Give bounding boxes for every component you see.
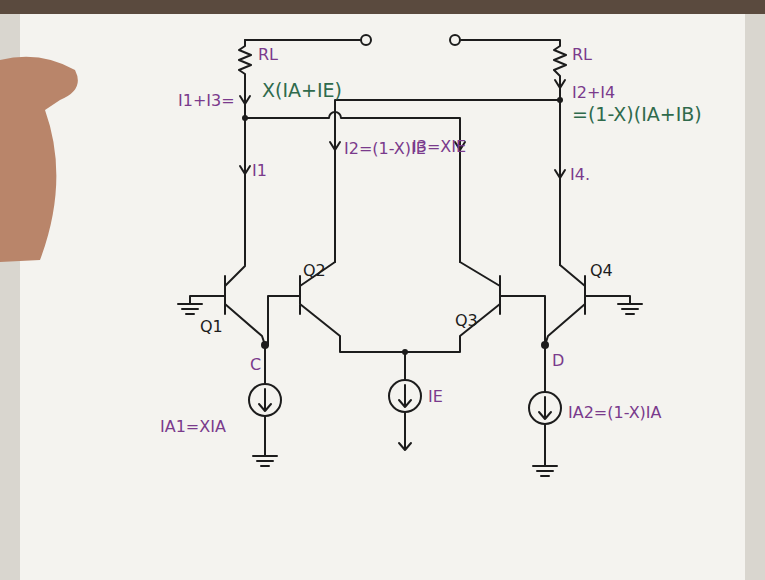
current-arrow [240, 166, 250, 174]
resistor-label: RL [572, 46, 592, 64]
transistor-name: Q1 [200, 318, 223, 336]
wire [335, 100, 560, 262]
transistor-symbol [225, 266, 265, 345]
ground-symbol [585, 296, 642, 314]
junction-dot [261, 341, 269, 349]
ground-symbol [533, 424, 557, 476]
wire [500, 296, 545, 345]
transistor-name: Q2 [303, 262, 326, 280]
ground-symbol [178, 296, 225, 314]
supply-arrow [399, 412, 411, 450]
resistor-label: RL [258, 46, 278, 64]
current-label: I1+I3= [178, 92, 235, 110]
transistor-symbol [300, 262, 500, 352]
junction-dot [541, 341, 549, 349]
source-label: IA1=XIA [160, 418, 226, 436]
terminal [450, 35, 460, 45]
transistor-name: Q4 [590, 262, 613, 280]
current-arrow [399, 385, 411, 407]
resistor-symbol [461, 40, 566, 265]
ground-symbol [253, 416, 277, 466]
junction-dot [557, 97, 563, 103]
current-label: I3=XIE [412, 138, 466, 156]
source-label: IA2=(1-X)IA [568, 404, 662, 422]
current-expression: =(1-X)(IA+IB) [572, 104, 702, 125]
hand [0, 57, 78, 262]
wire [245, 112, 460, 262]
current-source-symbol [529, 392, 561, 424]
current-label: I4. [570, 166, 590, 184]
transistor-symbol [460, 262, 500, 314]
node-label: C [250, 356, 261, 374]
junction-dot [242, 115, 248, 121]
paper [20, 14, 745, 580]
current-arrow [330, 142, 340, 150]
current-label: I2+I4 [572, 84, 615, 102]
current-label: I1 [252, 162, 267, 180]
wire [264, 345, 266, 384]
resistor-symbol [239, 40, 251, 265]
wire [544, 345, 546, 392]
current-source-symbol [249, 384, 281, 416]
source-label: IE [428, 388, 443, 406]
current-source-symbol [389, 380, 421, 412]
junction-dot [402, 349, 408, 355]
current-arrow [555, 170, 565, 178]
current-arrow [240, 96, 250, 104]
current-expression: X(IA+IE) [262, 80, 342, 101]
transistor-symbol [545, 265, 585, 345]
wire [245, 39, 360, 41]
current-arrow [259, 389, 271, 411]
current-arrow [555, 80, 565, 88]
current-arrow [539, 397, 551, 419]
node-label: D [552, 352, 564, 370]
table-edge [0, 0, 765, 14]
transistor-name: Q3 [455, 312, 478, 330]
terminal [361, 35, 371, 45]
wire [404, 352, 406, 380]
wire [268, 296, 300, 345]
